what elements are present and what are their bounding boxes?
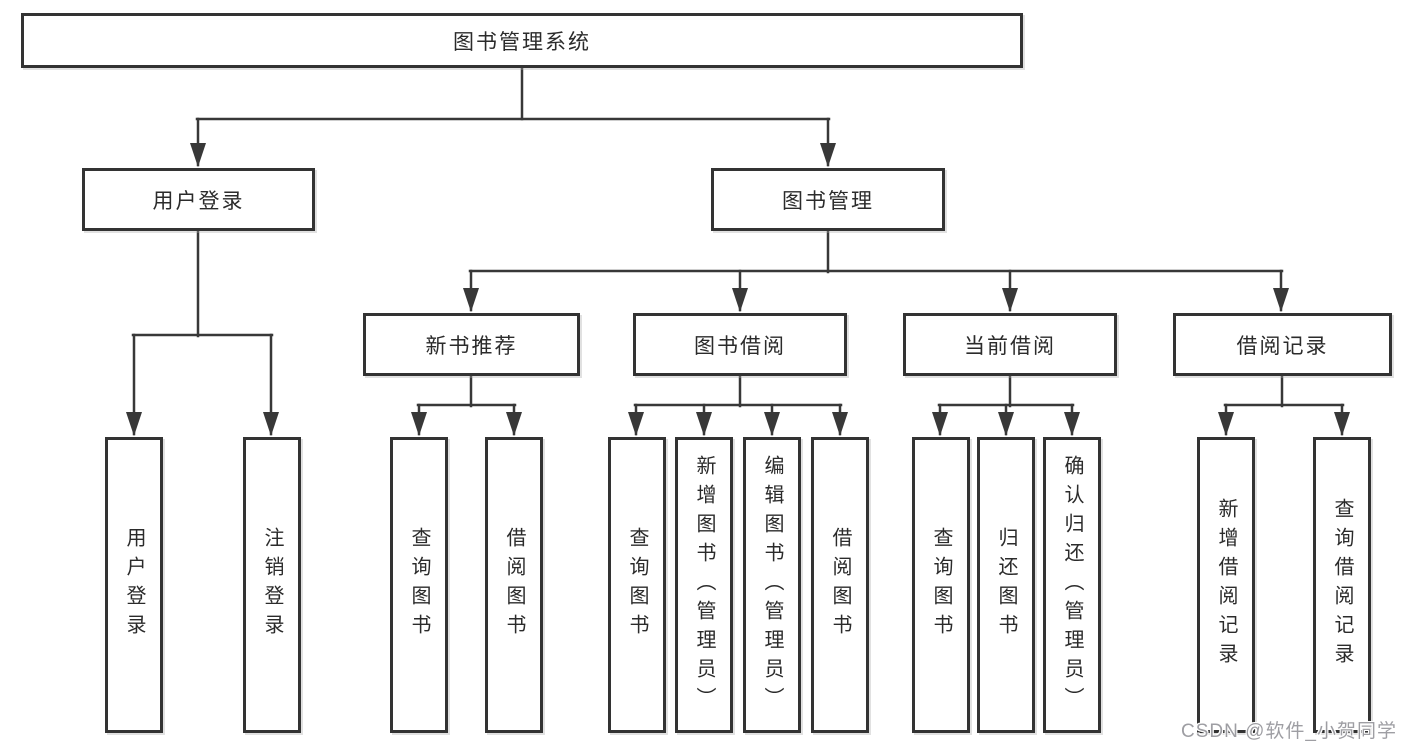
connector-root-bus	[190, 64, 836, 167]
node-current-borrow: 当前借阅	[903, 313, 1117, 376]
node-current-borrow-label: 当前借阅	[964, 334, 1056, 358]
connector-borrow-records-bus	[1218, 372, 1350, 436]
leaf-bb-borrow-books-label: 借阅图书	[829, 527, 851, 643]
leaf-br-query-record: 查询借阅记录	[1313, 437, 1371, 733]
node-root: 图书管理系统	[21, 13, 1023, 68]
leaf-cb-return-books: 归还图书	[977, 437, 1035, 733]
leaf-user-login: 用户登录	[105, 437, 163, 733]
node-book-mgmt-label: 图书管理	[782, 189, 874, 213]
connector-book-mgmt-bus	[463, 228, 1289, 312]
leaf-br-add-record: 新增借阅记录	[1197, 437, 1255, 733]
leaf-cb-query-books-label: 查询图书	[930, 527, 952, 643]
connector-user-login-bus	[126, 228, 279, 436]
node-book-borrow: 图书借阅	[633, 313, 847, 376]
node-borrow-records-label: 借阅记录	[1236, 334, 1329, 358]
connector-book-borrow-bus	[628, 372, 848, 436]
node-new-book-rec-label: 新书推荐	[425, 334, 518, 358]
node-book-borrow-label: 图书借阅	[694, 334, 786, 358]
leaf-nbr-borrow-books: 借阅图书	[485, 437, 543, 733]
node-new-book-rec: 新书推荐	[363, 313, 580, 376]
leaf-logout-label: 注销登录	[261, 527, 283, 643]
leaf-bb-add-books-admin: 新增图书（管理员）	[675, 437, 733, 733]
node-root-label: 图书管理系统	[453, 30, 591, 54]
leaf-bb-edit-books-admin-label: 编辑图书（管理员）	[761, 454, 783, 716]
connector-current-borrow-bus	[932, 372, 1080, 436]
leaf-cb-query-books: 查询图书	[912, 437, 970, 733]
leaf-bb-query-books-label: 查询图书	[626, 527, 648, 643]
leaf-cb-confirm-return-admin: 确认归还（管理员）	[1043, 437, 1101, 733]
leaf-nbr-query-books: 查询图书	[390, 437, 448, 733]
leaf-br-query-record-label: 查询借阅记录	[1331, 498, 1353, 672]
leaf-bb-query-books: 查询图书	[608, 437, 666, 733]
leaf-nbr-query-books-label: 查询图书	[408, 527, 430, 643]
leaf-bb-add-books-admin-label: 新增图书（管理员）	[693, 454, 715, 716]
node-user-login: 用户登录	[82, 168, 315, 231]
leaf-nbr-borrow-books-label: 借阅图书	[503, 527, 525, 643]
node-book-mgmt: 图书管理	[711, 168, 945, 231]
connector-new-book-rec-bus	[411, 372, 522, 436]
leaf-bb-borrow-books: 借阅图书	[811, 437, 869, 733]
node-borrow-records: 借阅记录	[1173, 313, 1392, 376]
leaf-bb-edit-books-admin: 编辑图书（管理员）	[743, 437, 801, 733]
node-user-login-label: 用户登录	[152, 189, 245, 213]
leaf-cb-return-books-label: 归还图书	[995, 527, 1017, 643]
leaf-logout: 注销登录	[243, 437, 301, 733]
leaf-cb-confirm-return-admin-label: 确认归还（管理员）	[1061, 454, 1083, 716]
leaf-user-login-label: 用户登录	[123, 527, 145, 643]
leaf-br-add-record-label: 新增借阅记录	[1215, 498, 1237, 672]
watermark: CSDN @软件_小贺同学	[1181, 721, 1397, 742]
